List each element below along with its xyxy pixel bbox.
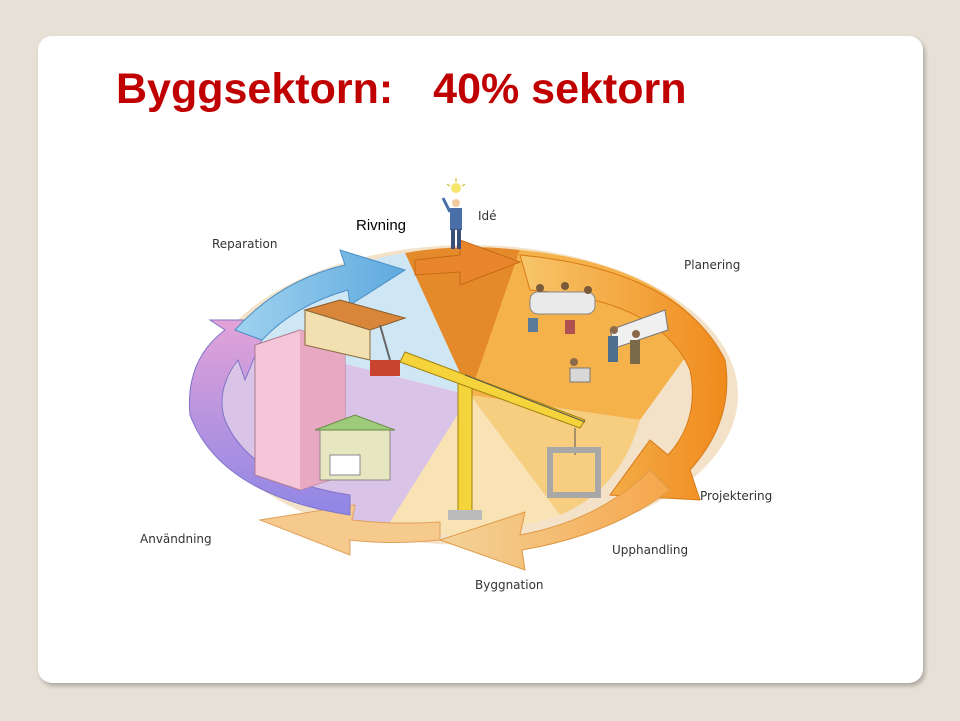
arrow-byggnation: [258, 504, 441, 556]
label-reparation: Reparation: [212, 237, 277, 251]
arrow-ide: [414, 239, 522, 286]
label-planering: Planering: [684, 258, 740, 272]
arrow-reparation: [234, 249, 407, 341]
sector-ide: [405, 247, 520, 395]
title-part-1: Byggsektorn:: [116, 65, 394, 113]
ide-person-illustration: [441, 178, 466, 249]
label-rivning: Rivning: [356, 217, 406, 234]
label-ide: Idé: [478, 209, 497, 223]
label-byggnation: Byggnation: [475, 578, 544, 592]
building-illustration: [254, 299, 407, 491]
label-anvandning: Användning: [140, 532, 212, 546]
label-projektering: Projektering: [700, 489, 772, 503]
arrow-upphandling: [438, 469, 671, 571]
slide-title: Byggsektorn: 40% sektorn: [116, 68, 687, 111]
label-upphandling: Upphandling: [612, 543, 688, 557]
planning-office-illustration: [528, 282, 669, 383]
title-part-2: 40% sektorn: [433, 65, 687, 113]
crane-illustration: [399, 351, 601, 520]
arrow-anvandning: [188, 319, 351, 516]
